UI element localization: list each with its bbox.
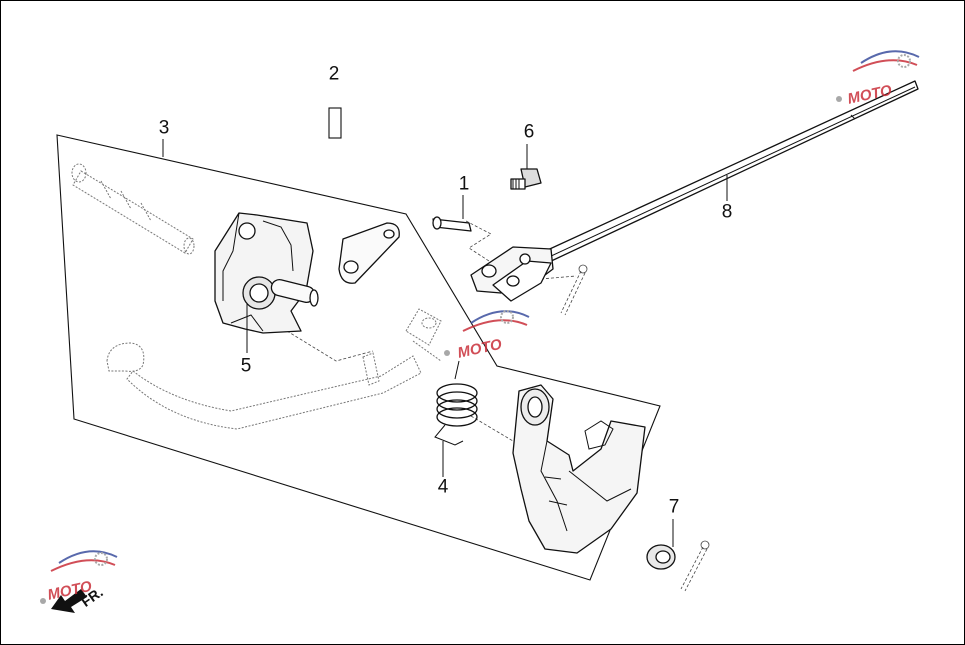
cotter-pin-upper (560, 264, 588, 316)
part-1-clevis-pin (432, 216, 472, 232)
part-7-washer (646, 544, 676, 570)
watermark-logo-top-right: MOTO (836, 50, 920, 108)
part-6-bolt (510, 168, 542, 190)
callout-5: 5 (240, 355, 252, 377)
front-direction-arrow-icon (51, 589, 87, 613)
svg-text:MOTO: MOTO (456, 336, 504, 362)
callout-4: 4 (437, 476, 449, 498)
axle-bolt-ghost (71, 163, 195, 255)
rod-clevis (470, 246, 554, 302)
assembly-outline (56, 134, 661, 581)
assembly-guide-lines (286, 220, 577, 442)
part-4-torsion-spring (434, 360, 478, 446)
leader-lines (162, 139, 728, 547)
callout-2: 2 (328, 63, 340, 85)
cotter-pin-lower (680, 540, 710, 592)
watermark-logo-center: MOTO (444, 310, 530, 362)
callout-1: 1 (458, 173, 470, 195)
part-2-pin (328, 107, 342, 139)
pedal-mount-bracket (512, 384, 646, 554)
part-8-brake-rod (540, 80, 919, 264)
link-plate (338, 222, 400, 284)
callout-3: 3 (158, 117, 170, 139)
callout-7: 7 (668, 496, 680, 518)
callout-6: 6 (523, 121, 535, 143)
brake-pedal-ghost (106, 308, 442, 430)
pedal-bracket (214, 212, 319, 334)
callout-8: 8 (721, 201, 733, 223)
